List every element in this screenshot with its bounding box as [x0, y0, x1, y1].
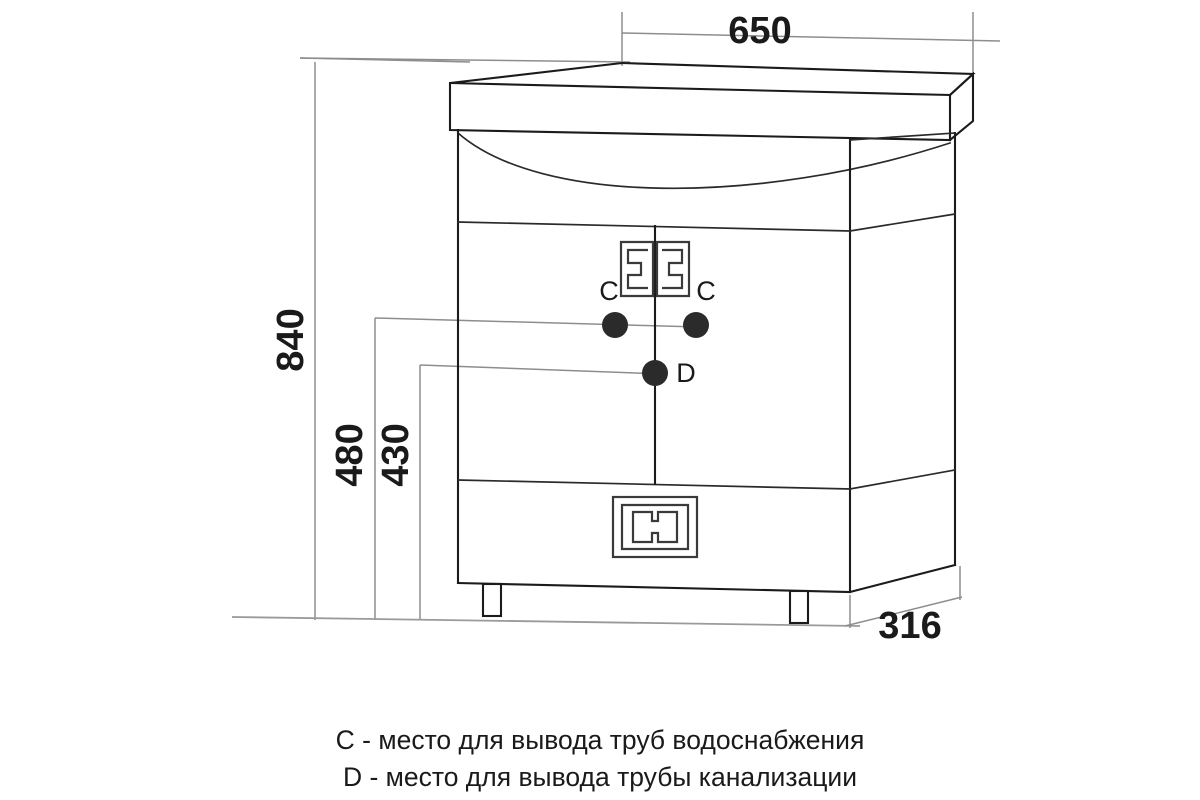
countertop-right-face [948, 71, 975, 142]
right-leg [788, 589, 810, 625]
water-supply-left-label: C [599, 276, 619, 306]
dimension-label-650: 650 [728, 10, 791, 52]
door-top-rail-side [849, 213, 956, 232]
legend-line-water: C - место для вывода труб водоснабжения [335, 725, 865, 755]
drain-outlet-label: D [676, 358, 696, 388]
dimension-height-480: 480 [329, 317, 701, 620]
cabinet-body [456, 128, 957, 594]
body-bottom-edge [456, 581, 852, 594]
dimension-label-480: 480 [329, 423, 371, 486]
legend-line-drain: D - место для вывода трубы канализации [342, 762, 858, 792]
plumbing-ports: C C D [599, 276, 716, 388]
depth-dimension-line [844, 596, 963, 627]
left-leg [481, 582, 503, 618]
countertop-top-face [449, 61, 976, 97]
countertop-front-face [448, 81, 952, 142]
side-panel-top-edge [849, 132, 956, 141]
water-supply-right-label: C [696, 276, 716, 306]
cabinet-legs [481, 582, 810, 625]
dimension-height-840: 840 [270, 57, 471, 620]
ground-line [231, 616, 861, 627]
square-drawer-handle[interactable] [611, 495, 699, 559]
dimension-height-430: 430 [375, 364, 663, 620]
door-handle-left-glyph [626, 248, 648, 290]
dimension-label-316: 316 [878, 605, 941, 647]
washbasin-countertop [448, 61, 976, 142]
drawer-top-rail-side [849, 469, 956, 490]
legend-block: C - место для вывода труб водоснабжения … [0, 722, 1200, 796]
drawer-handle-inner-frame [620, 503, 690, 551]
drawer-handle-outer-frame [611, 495, 699, 559]
curved-apron [456, 131, 952, 190]
height-430-leader [419, 364, 663, 375]
door-handle-right-glyph [662, 248, 684, 290]
dimension-label-840: 840 [270, 308, 312, 371]
greek-key-door-handle[interactable] [619, 240, 691, 298]
water-supply-right-dot [683, 312, 709, 338]
panel-divisions [457, 213, 956, 490]
drain-outlet-dot [642, 360, 668, 386]
width-dimension-line [621, 32, 1001, 42]
side-panel-bottom-edge [848, 563, 957, 594]
door-handle-left-frame [619, 240, 655, 298]
height-840-upper-tick [299, 57, 471, 63]
dimension-depth-316: 316 [844, 566, 963, 647]
drawer-handle-h-glyph [631, 510, 679, 544]
height-480-leader [374, 317, 701, 328]
dimension-width-650: 650 [299, 10, 1001, 76]
apron-curve [456, 131, 952, 190]
door-handle-right-frame [655, 240, 691, 298]
dimension-label-430: 430 [375, 423, 417, 486]
water-supply-left-dot [602, 312, 628, 338]
